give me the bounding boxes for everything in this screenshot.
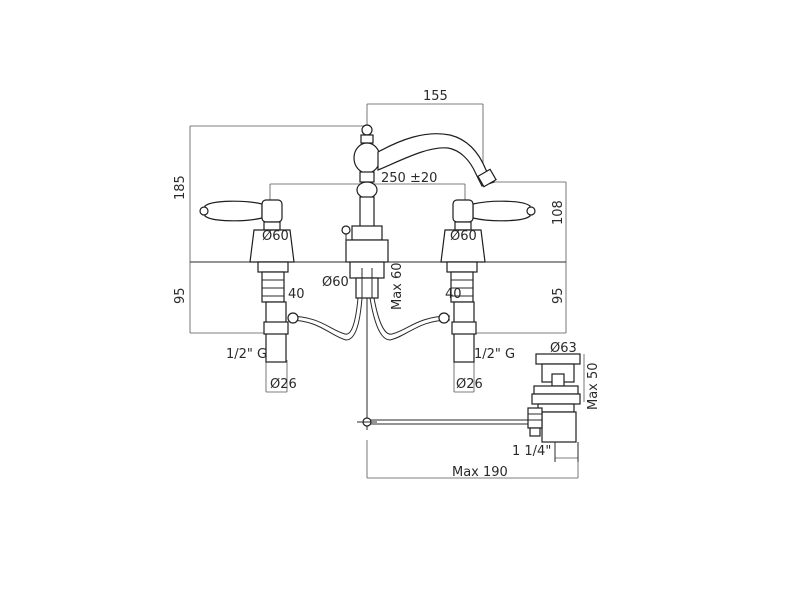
waste-assembly — [527, 353, 581, 462]
dim-waste-dia: Ø63 — [550, 341, 577, 356]
dim-right-40: 40 — [445, 287, 462, 302]
dim-left-base: Ø60 — [262, 229, 289, 244]
dim-right-pipe: Ø26 — [456, 377, 483, 392]
dim-right-depth: 95 — [551, 287, 566, 304]
dim-waste-thread: 1 1/4" — [512, 444, 551, 459]
dimension-labels: 155 185 250 ±20 108 Ø60 Ø60 Ø60 Max 60 9… — [173, 89, 601, 480]
dim-left-depth: 95 — [173, 287, 188, 304]
dim-handle-height: 108 — [551, 200, 566, 225]
dim-max-190: Max 190 — [452, 465, 508, 480]
dim-right-thread: 1/2" G — [474, 347, 515, 362]
right-handle — [369, 199, 536, 363]
central-spout — [341, 124, 497, 299]
dim-centres: 250 ±20 — [381, 171, 437, 186]
dim-left-pipe: Ø26 — [270, 377, 297, 392]
pop-up-linkage — [357, 417, 530, 427]
left-handle — [199, 199, 363, 363]
dim-total-height: 185 — [173, 175, 188, 200]
dim-centre-base: Ø60 — [322, 275, 349, 290]
dim-left-thread: 1/2" G — [226, 347, 267, 362]
dim-right-base: Ø60 — [450, 229, 477, 244]
dim-left-40: 40 — [288, 287, 305, 302]
dim-max-60: Max 60 — [390, 262, 405, 310]
dim-waste-max-50: Max 50 — [586, 362, 601, 410]
dim-spout-reach: 155 — [423, 89, 448, 104]
